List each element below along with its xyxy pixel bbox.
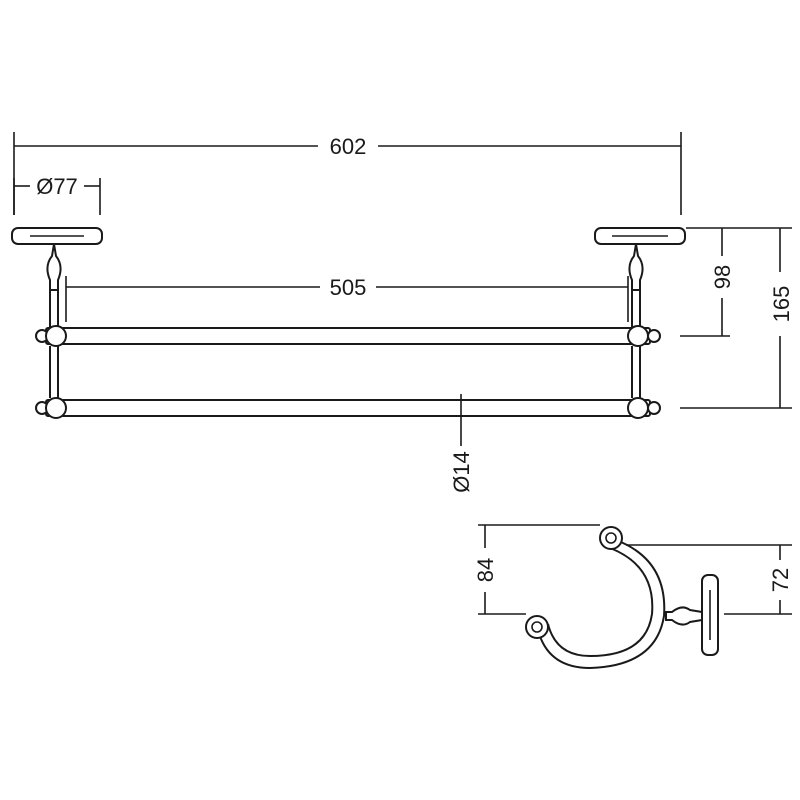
dim-label-602: 602	[330, 134, 367, 159]
hook-side-view	[525, 526, 719, 670]
dim-flange-diameter: Ø77	[13, 174, 101, 215]
dim-bar-diameter: Ø14	[449, 394, 474, 493]
dim-label-84: 84	[473, 558, 498, 582]
dim-hook-projection: 72	[626, 544, 793, 615]
dim-label-165: 165	[769, 286, 794, 323]
lower-towel-bar	[35, 397, 661, 419]
dim-label-505: 505	[330, 275, 367, 300]
dim-label-98: 98	[710, 265, 735, 289]
right-wall-mount	[594, 227, 686, 398]
dim-bar-span: 505	[65, 275, 629, 322]
dim-label-72: 72	[768, 568, 793, 592]
dim-overall-width: 602	[13, 132, 682, 215]
dim-label-77: Ø77	[36, 174, 78, 199]
left-wall-mount	[11, 227, 103, 398]
dim-lower-bar-drop: 165	[680, 227, 794, 409]
dim-upper-bar-drop: 98	[680, 227, 735, 337]
dim-label-14: Ø14	[449, 451, 474, 493]
upper-towel-bar	[35, 325, 661, 347]
dim-hook-height: 84	[473, 524, 600, 615]
